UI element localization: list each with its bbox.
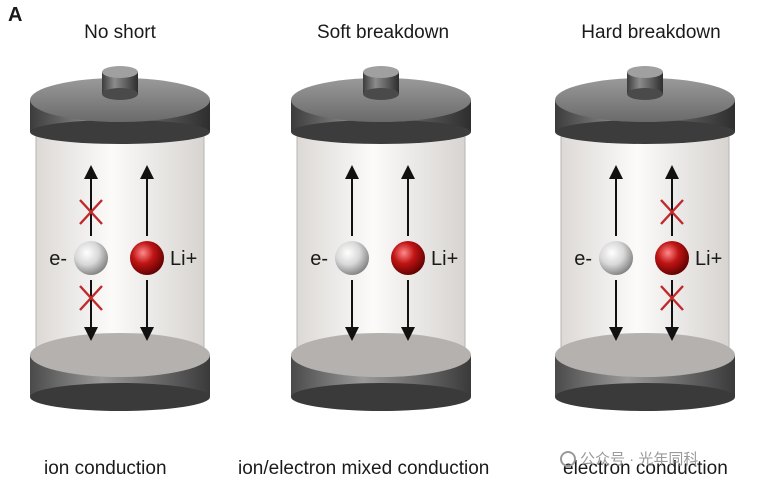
battery-terminal — [102, 72, 138, 94]
battery-body — [561, 130, 729, 365]
battery-body — [297, 130, 465, 365]
ion-sphere — [130, 241, 164, 275]
electron-label: e- — [574, 248, 592, 270]
battery-cell-1: e- Li+ — [30, 66, 210, 411]
electron-label: e- — [49, 248, 67, 270]
ion-label: Li+ — [431, 248, 458, 270]
battery-body — [36, 130, 204, 365]
caption-no-short: ion conduction — [44, 458, 167, 479]
title-no-short: No short — [84, 22, 156, 43]
caption-soft-breakdown: ion/electron mixed conduction — [238, 458, 490, 479]
cross-mark-icon — [660, 199, 684, 225]
battery-base-top — [291, 333, 471, 377]
panel-letter: A — [8, 4, 23, 26]
battery-terminal — [627, 72, 663, 94]
watermark: 公众号 · 光年同科 — [560, 448, 698, 469]
battery-base-top — [30, 333, 210, 377]
battery-cell-3: e- Li+ — [555, 66, 735, 411]
title-hard-breakdown: Hard breakdown — [581, 22, 721, 43]
battery-terminal — [363, 72, 399, 94]
electron-sphere — [74, 241, 108, 275]
ion-label: Li+ — [695, 248, 722, 270]
battery-terminal-top — [627, 66, 663, 78]
battery-terminal-top — [102, 66, 138, 78]
cross-mark-icon — [79, 285, 103, 311]
ion-sphere — [655, 241, 689, 275]
electron-sphere — [599, 241, 633, 275]
ion-label: Li+ — [170, 248, 197, 270]
cross-mark-icon — [660, 285, 684, 311]
caption-hard-breakdown: electron conduction — [563, 458, 728, 479]
electron-label: e- — [310, 248, 328, 270]
ion-sphere — [391, 241, 425, 275]
electron-sphere — [335, 241, 369, 275]
battery-base-top — [555, 333, 735, 377]
battery-terminal-top — [363, 66, 399, 78]
wechat-icon — [560, 451, 576, 467]
battery-cell-2: e- Li+ — [291, 66, 471, 411]
cross-mark-icon — [79, 199, 103, 225]
watermark-text: 公众号 · 光年同科 — [580, 451, 699, 468]
title-soft-breakdown: Soft breakdown — [316, 22, 450, 43]
